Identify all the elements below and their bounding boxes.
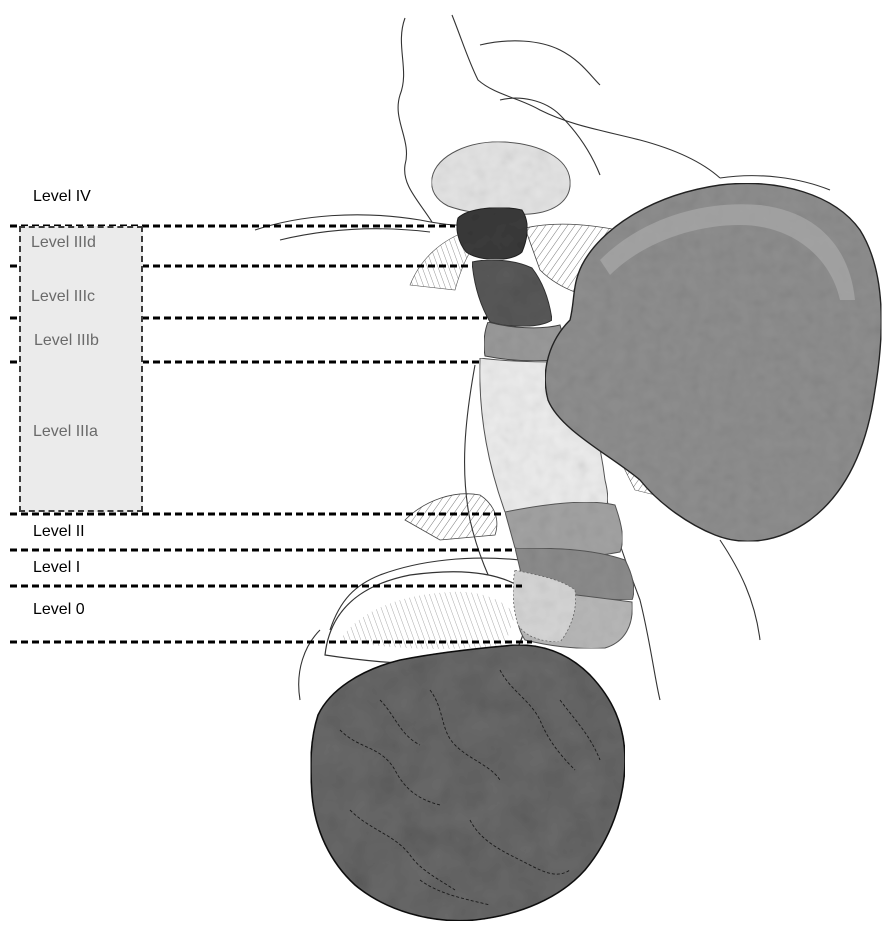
- label-level-i: Level I: [33, 559, 80, 577]
- label-level-iiia: Level IIIa: [33, 423, 98, 441]
- upper-pons-hatch: [405, 494, 497, 540]
- label-level-iiic: Level IIIc: [31, 288, 95, 306]
- label-level-iv: Level IV: [33, 188, 91, 206]
- cerebellar-tumor: [311, 645, 625, 921]
- label-level-iiid: Level IIId: [31, 234, 96, 252]
- tumor-level-iiid: [457, 208, 527, 260]
- pituitary-gland: [432, 142, 571, 215]
- label-level-0: Level 0: [33, 601, 85, 619]
- label-level-ii: Level II: [33, 523, 85, 541]
- level-iii-box: [19, 226, 143, 512]
- label-level-iiib: Level IIIb: [34, 332, 99, 350]
